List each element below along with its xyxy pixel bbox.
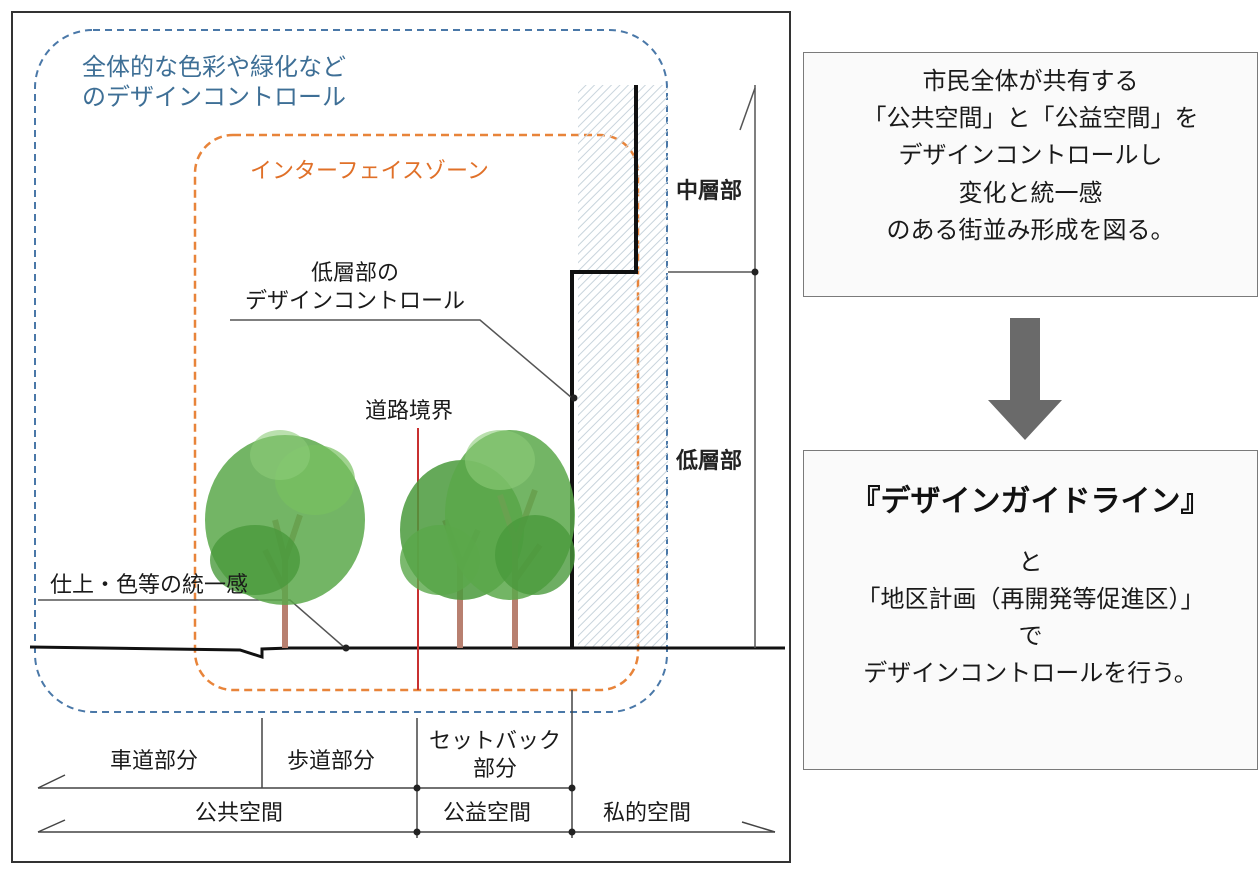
road-boundary-label: 道路境界 [365,399,454,424]
zone-public-label: 公共空間 [195,801,284,826]
dimension-2-dot-a [413,828,421,836]
dimension-2-dot-b [568,828,576,836]
dimension-line-2-tick-left [37,819,66,833]
interface-zone-label: インターフェイスゾーン [250,159,489,184]
height-dimension-tick [739,87,756,131]
message-line: 「公共空間」と「公益空間」を [862,104,1199,133]
guideline-line: 「地区計画（再開発等促進区）」 [856,584,1205,613]
ground-line [29,645,785,660]
low-rise-control-label: 低層部の デザインコントロール [244,261,465,314]
guideline-line: デザインコントロールを行う。 [863,659,1198,688]
guideline-box: 『デザインガイドライン』 と 「地区計画（再開発等促進区）」 で デザインコント… [803,450,1258,770]
diagram-frame [11,11,791,863]
mid-floor-label: 中層部 [676,179,743,204]
building-profile [570,85,638,648]
zone-setback-label: セットバック 部分 [428,729,561,782]
message-line: デザインコントロールし [898,141,1163,170]
zone-sidewalk-label: 歩道部分 [287,749,376,774]
tree-left [205,430,365,648]
dimension-1-dot-a [413,784,421,792]
building-hatch [578,85,668,648]
dimension-line-2-tick-right [741,821,776,833]
zone-roadway-label: 車道部分 [110,749,199,774]
guideline-title: 『デザインガイドライン』 [850,484,1211,519]
floor-divider-dot [751,268,759,276]
low-rise-leader-dot [570,394,578,402]
message-line: のある街並み形成を図る。 [886,215,1175,244]
finish-leader [38,599,346,649]
zone-private-label: 私的空間 [603,801,692,826]
message-line: 変化と統一感 [958,178,1103,207]
tree-right [445,430,575,648]
low-floor-label: 低層部 [676,449,743,474]
dimension-1-dot-b [568,784,576,792]
zone-semi-public-label: 公益空間 [443,801,532,826]
policy-message-box: 市民全体が共有する 「公共空間」と「公益空間」を デザインコントロールし 変化と… [803,52,1258,297]
down-arrow-icon [988,318,1062,440]
guideline-line: と [1018,547,1043,576]
dimension-line-1-tick [37,774,66,789]
finish-leader-dot [342,644,350,652]
finish-unity-label: 仕上・色等の統一感 [50,573,249,598]
overall-zone-label: 全体的な色彩や緑化など のデザインコントロール [82,53,346,111]
low-rise-leader [230,319,573,399]
guideline-line: で [1018,621,1043,650]
message-line: 市民全体が共有する [922,67,1139,95]
